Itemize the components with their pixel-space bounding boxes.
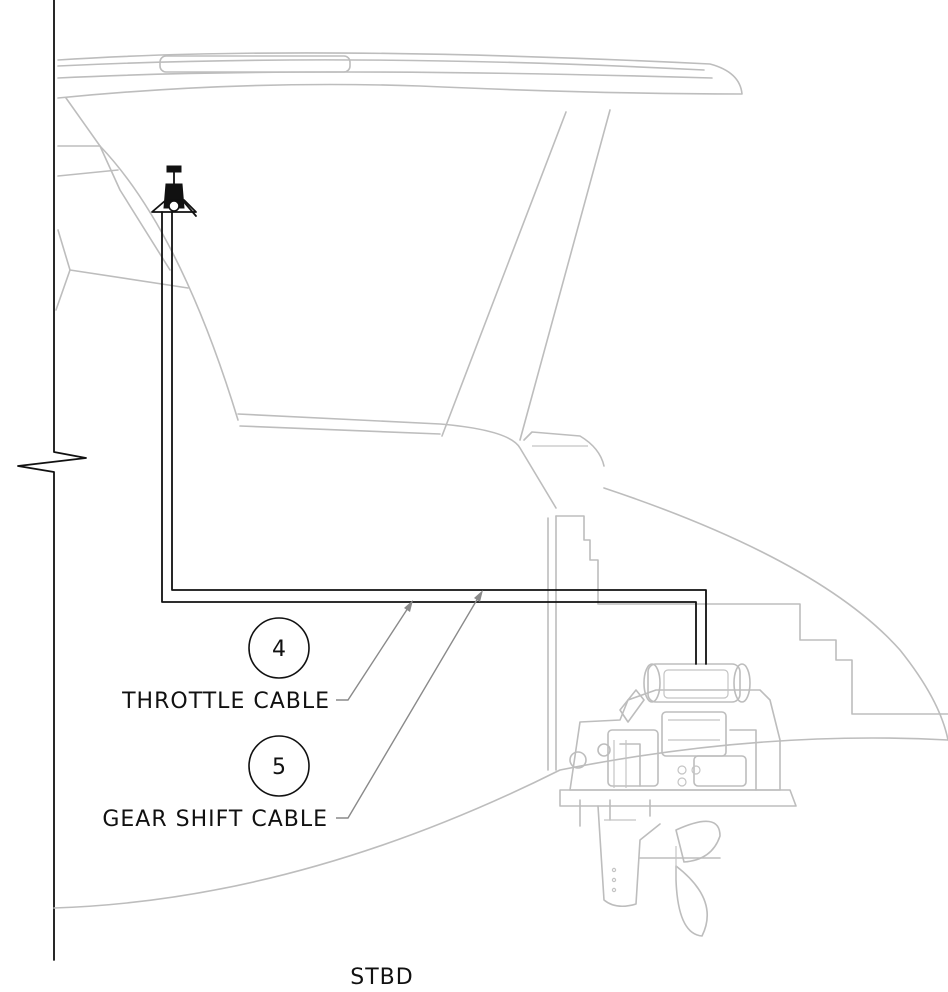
callout-circle-5 — [248, 735, 310, 797]
hull-outline — [53, 52, 948, 909]
gear-shift-cable-path — [171, 211, 707, 665]
throttle-cable-path — [161, 211, 697, 665]
callout-circle-4 — [248, 617, 310, 679]
callout-4: 4 THROTTLE CABLE — [121, 617, 330, 714]
throttle-leader — [336, 607, 409, 701]
gear-shift-cable-label: GEAR SHIFT CABLE — [102, 807, 328, 832]
helm-control-lever — [151, 165, 197, 217]
view-label: STBD — [350, 965, 413, 990]
callout-number-4: 4 — [272, 637, 286, 662]
callout-number-5: 5 — [272, 755, 286, 780]
stern-drive — [597, 805, 721, 937]
engine-assembly — [559, 663, 797, 827]
gear-shift-leader — [336, 597, 479, 819]
throttle-cable-label: THROTTLE CABLE — [121, 689, 330, 714]
callout-5: 5 GEAR SHIFT CABLE — [102, 735, 328, 832]
left-break-line — [17, 0, 87, 961]
cable-runs — [161, 211, 707, 665]
leader-lines — [336, 590, 483, 819]
